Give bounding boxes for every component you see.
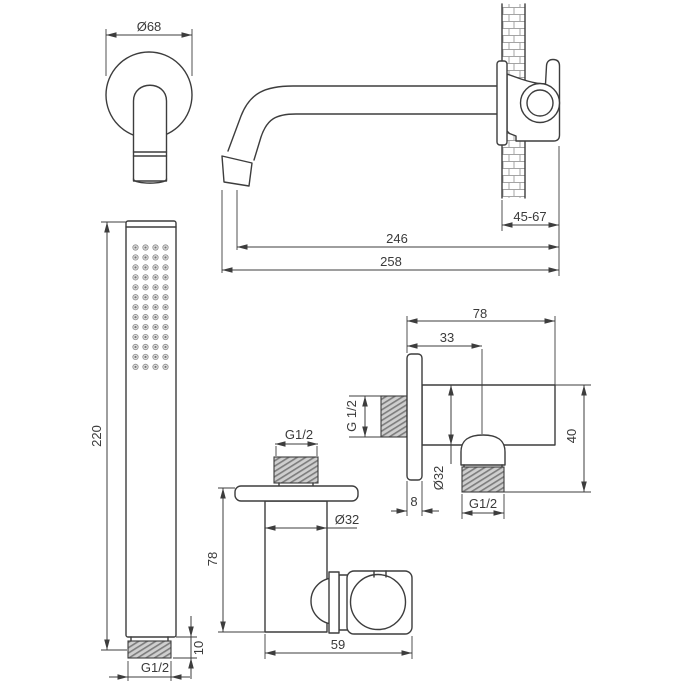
nozzle-grid (132, 244, 169, 370)
dim-label-elbow-outlet-thread: G1/2 (469, 496, 497, 511)
dim-label-shower-thread: G1/2 (141, 660, 169, 675)
elbow-inlet-thread (380, 395, 408, 438)
spout-nozzle (221, 155, 253, 187)
wall-elbow: 78 33 G 1/2 Ø32 40 8 (344, 306, 591, 519)
dim-label-spout-length-total: 258 (380, 254, 402, 269)
dim-label-shower-thread-length: 10 (191, 641, 206, 655)
spout-side-view (221, 85, 499, 187)
dim-label-holder-height: 78 (205, 552, 220, 566)
elbow-flange (406, 353, 423, 481)
dim-shower-thread-length: 10 (173, 616, 206, 679)
shower-thread (127, 640, 172, 659)
dim-wall-depth-range: 45-67 (501, 146, 560, 276)
elbow-dome (460, 434, 506, 466)
dim-spout-lengths: 246 258 (221, 190, 559, 273)
dim-label-elbow-outlet-offset: 33 (440, 330, 454, 345)
dim-elbow-inlet-thread: G 1/2 (344, 395, 381, 438)
dim-shower-thread: G1/2 (109, 660, 190, 681)
dim-label-holder-thread: G1/2 (285, 427, 313, 442)
dim-label-shower-length: 220 (89, 425, 104, 447)
dim-elbow-height: 40 (504, 384, 591, 493)
dim-holder-height: 78 (205, 487, 265, 633)
shower-holder: G1/2 Ø32 78 59 (205, 427, 413, 659)
dim-shower-length: 220 (89, 221, 127, 651)
wall-bracket: 45-67 246 258 (221, 58, 561, 276)
dim-elbow-outlet-offset: 33 (407, 330, 483, 434)
dim-spout-diameter: Ø68 (105, 19, 193, 76)
dim-label-spout-length-inner: 246 (386, 231, 408, 246)
dim-label-elbow-flange-thickness: 8 (410, 494, 417, 509)
dim-label-elbow-inlet-thread: G 1/2 (344, 400, 359, 432)
dim-elbow-outlet-thread: G1/2 (461, 494, 505, 519)
dim-holder-diameter: Ø32 (265, 512, 360, 531)
dim-label-spout-diameter: Ø68 (137, 19, 162, 34)
elbow-outlet-thread (461, 466, 505, 493)
dim-label-holder-depth: 59 (331, 637, 345, 652)
dim-elbow-diameter: Ø32 (431, 385, 454, 491)
holder-thread (273, 456, 319, 484)
holder-flange (234, 485, 359, 502)
dim-label-elbow-height: 40 (564, 429, 579, 443)
dim-label-elbow-diameter: Ø32 (431, 466, 446, 491)
dim-holder-thread: G1/2 (275, 427, 318, 456)
hand-shower: 220 10 G1/2 (89, 220, 206, 681)
dim-label-wall-depth-range: 45-67 (513, 209, 546, 224)
dim-label-elbow-total-depth: 78 (473, 306, 487, 321)
dim-elbow-flange-thickness: 8 (391, 481, 439, 516)
dim-holder-depth: 59 (264, 634, 413, 659)
bracket-flange (496, 60, 508, 146)
spout-front-view: Ø68 (105, 19, 193, 184)
dim-label-holder-diameter: Ø32 (335, 512, 360, 527)
